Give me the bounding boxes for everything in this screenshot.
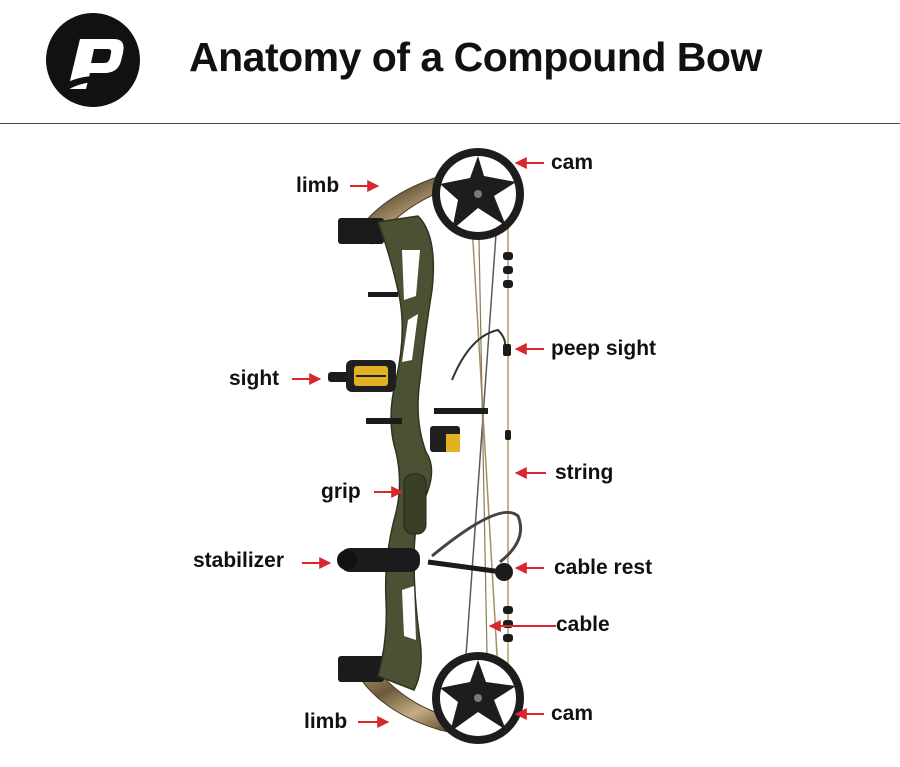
header-divider bbox=[0, 123, 900, 124]
brand-logo-icon bbox=[46, 13, 140, 107]
pointer-arrows bbox=[292, 157, 556, 728]
label-grip: grip bbox=[321, 480, 361, 503]
label-cable-rest: cable rest bbox=[554, 556, 653, 579]
top-cam bbox=[432, 148, 524, 240]
label-cam-top: cam bbox=[551, 151, 594, 174]
string-loop bbox=[431, 511, 523, 564]
bow-sight bbox=[328, 360, 396, 392]
label-cam-bottom: cam bbox=[551, 702, 594, 725]
bottom-cam bbox=[432, 652, 524, 744]
peep-sight bbox=[451, 328, 511, 381]
cable-guard bbox=[427, 559, 513, 581]
label-cable: cable bbox=[556, 613, 610, 636]
bow-string bbox=[461, 177, 509, 713]
stabilizer bbox=[337, 548, 420, 572]
bottom-limb-pocket bbox=[338, 656, 384, 682]
label-limb-top: limb bbox=[296, 174, 340, 197]
label-limb-bottom: limb bbox=[304, 710, 348, 733]
grip bbox=[403, 473, 427, 535]
arrow-rest bbox=[366, 292, 488, 452]
top-limb-pocket bbox=[338, 218, 384, 244]
page-title: Anatomy of a Compound Bow bbox=[189, 34, 762, 80]
riser-cutouts bbox=[402, 250, 420, 640]
page-header: Anatomy of a Compound Bow bbox=[0, 0, 900, 124]
label-string: string bbox=[555, 461, 614, 484]
label-stabilizer: stabilizer bbox=[193, 549, 285, 572]
label-sight: sight bbox=[229, 367, 280, 390]
label-peep-sight: peep sight bbox=[551, 337, 657, 360]
